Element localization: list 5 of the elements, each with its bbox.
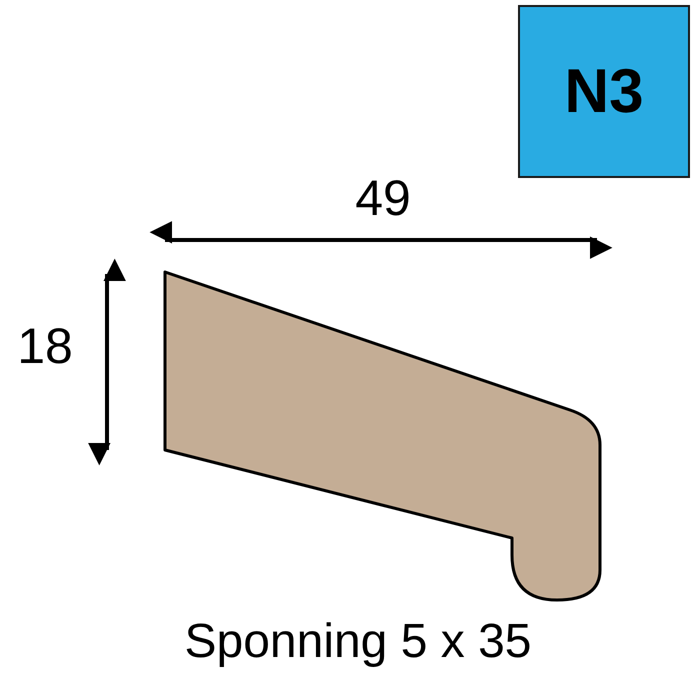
code-label: N3: [564, 56, 644, 127]
dimension-value: 18: [16, 318, 74, 374]
caption: Sponning 5 x 35: [184, 614, 532, 670]
dimension-value: 49: [354, 170, 412, 226]
code-box: [518, 5, 690, 178]
